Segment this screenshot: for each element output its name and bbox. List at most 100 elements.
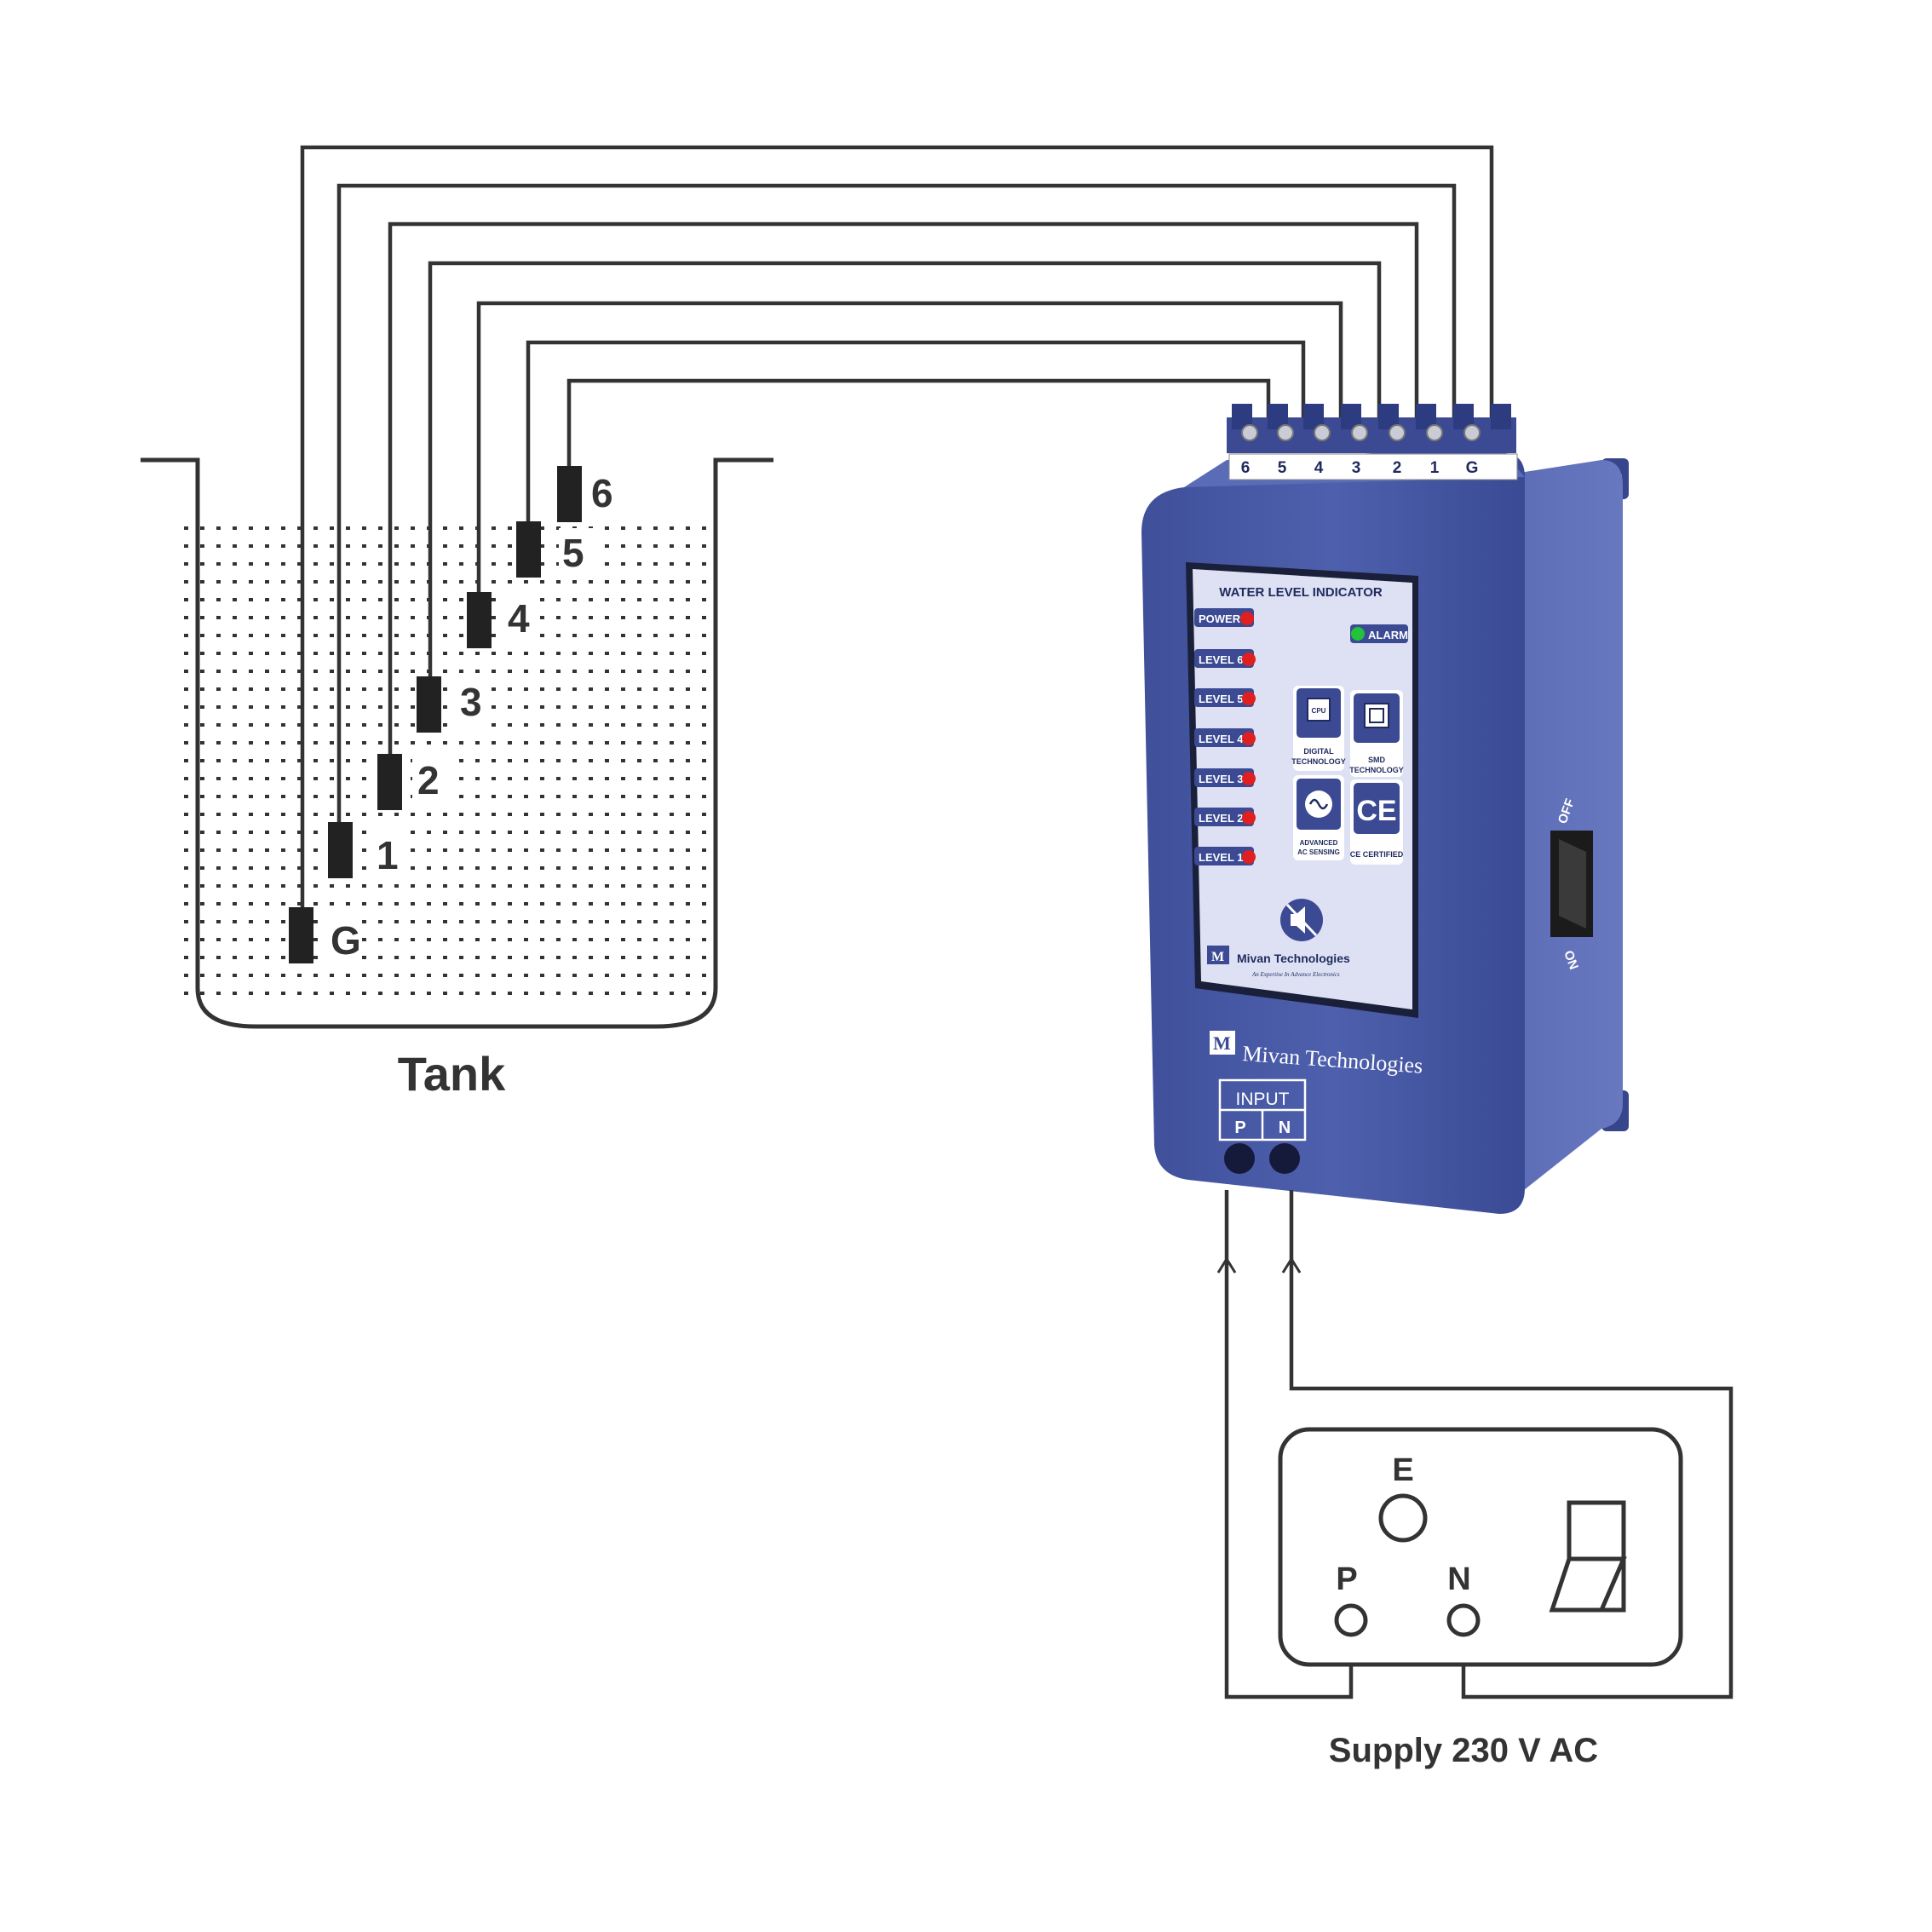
wire-5 [526,340,1306,524]
level-1-led [1242,850,1256,864]
svg-text:POWER: POWER [1199,612,1241,625]
probe-g: G [289,907,361,963]
svg-text:CPU: CPU [1312,707,1326,715]
power-led-row: POWER [1194,608,1254,627]
svg-text:1: 1 [377,833,399,877]
svg-text:LEVEL 4: LEVEL 4 [1199,733,1244,745]
svg-text:LEVEL 3: LEVEL 3 [1199,773,1244,785]
tank: Tank [141,457,773,1101]
wire-g [300,145,1494,911]
level-4-led [1242,732,1256,745]
svg-text:2: 2 [417,758,440,802]
svg-text:Mivan Technologies: Mivan Technologies [1237,952,1350,965]
level-indicator-device: 6 5 4 3 2 1 G WATER LEVEL INDICATOR POWE… [1141,404,1629,1214]
svg-text:LEVEL 2: LEVEL 2 [1199,812,1244,825]
switch-on-label: ON [1561,949,1581,972]
terminal-6: 6 [1241,459,1251,477]
mivan-logo-icon-large [1210,1031,1235,1055]
panel-brand: M Mivan Technologies An Expertise In Adv… [1207,946,1350,978]
input-terminal: INPUT P N [1218,1078,1307,1174]
svg-text:G: G [331,918,361,963]
svg-text:5: 5 [562,531,584,575]
supply-label: Supply 230 V AC [1329,1732,1598,1769]
svg-text:M: M [1213,1032,1231,1054]
socket-n-hole [1446,1603,1481,1637]
chip-icon [1364,703,1389,728]
terminal-1: 1 [1430,459,1440,477]
probe-6: 6 [557,466,613,522]
svg-text:M: M [1211,950,1224,964]
wire-3 [428,261,1382,681]
arrow-up-n [1281,1256,1302,1274]
terminal-4: 4 [1314,459,1324,477]
wire-2 [388,221,1419,758]
front-panel: WATER LEVEL INDICATOR POWER LEVEL 6 LEVE… [1186,562,1418,1018]
terminal-strip: 6 5 4 3 2 1 G [1227,404,1518,480]
feature-ce: CE CE CERTIFIED [1350,779,1404,865]
level-6-led [1242,653,1256,666]
probes: G 1 2 3 4 5 6 [289,466,613,963]
arrow-up-p [1216,1256,1237,1274]
svg-text:SMD: SMD [1368,756,1386,764]
mute-icon [1280,899,1323,941]
svg-text:ADVANCED: ADVANCED [1300,839,1338,847]
tank-outline [141,457,773,1029]
level-5-led [1242,692,1256,705]
power-led [1240,612,1254,625]
tank-water [183,515,707,997]
terminal-5: 5 [1278,459,1287,477]
alarm-indicator: ALARM [1350,624,1408,643]
svg-text:4: 4 [508,596,530,641]
socket-e-label: E [1392,1452,1413,1488]
probe-5: 5 [516,521,593,578]
input-n-gland [1269,1143,1300,1174]
svg-text:LEVEL 1: LEVEL 1 [1199,851,1244,864]
terminal-g: G [1466,459,1479,477]
feature-ac-sensing: ADVANCED AC SENSING [1293,775,1344,860]
probe-3: 3 [417,676,491,733]
level-3-led [1242,772,1256,785]
input-n-label: N [1279,1118,1291,1137]
panel-title: WATER LEVEL INDICATOR [1219,585,1383,600]
svg-text:6: 6 [591,471,613,515]
cpu-icon [1307,698,1331,722]
input-p-gland [1224,1143,1255,1174]
wire-4 [476,301,1343,596]
svg-text:CE CERTIFIED: CE CERTIFIED [1350,850,1404,859]
feature-digital: CPU DIGITAL TECHNOLOGY [1291,686,1346,771]
supply-socket: E P N Supply 230 V AC [1278,1427,1683,1769]
alarm-led [1351,627,1365,641]
probe-2: 2 [377,754,455,810]
input-label: INPUT [1236,1090,1290,1109]
socket-switch-icon [1549,1500,1627,1613]
level-led-rows: LEVEL 6 LEVEL 5 LEVEL 4 LEVEL 3 [1194,649,1256,865]
level-6-row: LEVEL 6 [1194,649,1256,668]
socket-e-hole [1378,1493,1428,1543]
feature-smd: SMD TECHNOLOGY [1349,690,1404,777]
level-3-row: LEVEL 3 [1194,768,1256,787]
terminal-2: 2 [1393,459,1402,477]
svg-text:DIGITAL: DIGITAL [1303,747,1334,756]
power-switch[interactable]: OFF ON [1550,796,1593,972]
input-p-label: P [1234,1118,1245,1137]
svg-text:3: 3 [460,680,482,724]
terminal-3: 3 [1352,459,1361,477]
flow-arrows [1216,1256,1302,1274]
sensor-wires [300,145,1494,911]
level-2-row: LEVEL 2 [1194,808,1256,826]
wire-6 [566,378,1271,469]
ce-mark-icon: CE [1356,795,1396,827]
supply-wire-n [1289,1190,1734,1699]
socket-n-label: N [1447,1561,1470,1597]
mivan-logo-icon [1207,946,1229,964]
svg-text:ALARM: ALARM [1368,629,1408,641]
level-1-row: LEVEL 1 [1194,847,1256,865]
socket-p-label: P [1336,1561,1357,1597]
wire-1 [336,183,1457,826]
tank-label: Tank [398,1047,506,1101]
svg-text:TECHNOLOGY: TECHNOLOGY [1291,757,1346,766]
svg-text:LEVEL 6: LEVEL 6 [1199,653,1244,666]
probe-1: 1 [328,822,404,878]
socket-p-hole [1334,1603,1368,1637]
svg-text:An Expertise In Advance Electr: An Expertise In Advance Electronics [1251,971,1340,978]
